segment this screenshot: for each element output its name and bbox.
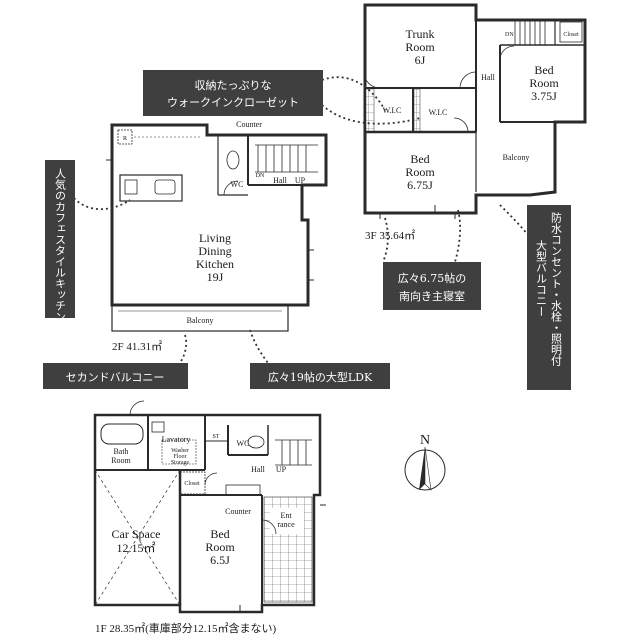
callout-second-balcony [43, 363, 188, 389]
st-label: ST [212, 434, 219, 440]
callout-walkin-closet [143, 70, 323, 116]
floor-3-labels: Trunk Room 6J Bed Room 3.75J Bed Room 6.… [365, 27, 579, 242]
closet-3f-label: Closet [563, 32, 579, 38]
callout-balcony-line-1: 防水コンセント・水栓・照明付 [550, 211, 563, 367]
bed-1f-label-2: Room [205, 540, 235, 554]
balcony-3f-label: Balcony [503, 153, 530, 162]
compass-icon: N [404, 433, 446, 491]
refrigerator-label: R [123, 136, 127, 142]
bath-label-2: Room [111, 456, 131, 465]
floor-2-labels: Living Dining Kitchen 19J Counter WC DN … [112, 120, 306, 353]
wc-2f-label: WC [231, 180, 244, 189]
counter-1f-label: Counter [225, 507, 251, 516]
bed-main-label-2: Room [405, 165, 435, 179]
floor-3 [363, 3, 587, 219]
bed-small-label-2: Room [529, 76, 559, 90]
entrance-label-2: rance [277, 520, 295, 529]
dn-2f-label: DN [256, 173, 265, 179]
balcony-2f-label: Balcony [187, 316, 214, 325]
bed-1f-label-1: Bed [210, 527, 229, 541]
callout-cafe-kitchen [45, 160, 75, 318]
floor-1 [93, 400, 326, 614]
bed-small-size: 3.75J [531, 89, 557, 103]
callout-ldk [250, 363, 390, 389]
hall-2f-label: Hall [273, 176, 288, 185]
hall-3f-label: Hall [481, 73, 496, 82]
counter-2f-label: Counter [236, 120, 262, 129]
bed-small-label-1: Bed [534, 63, 553, 77]
dn-3f-label: DN [505, 32, 514, 38]
wic-left-label: W.I.C [383, 106, 402, 115]
ldk-size: 19J [207, 270, 224, 284]
wc-1f-label: WC [237, 439, 250, 448]
closet-1f-label: Closet [184, 481, 200, 487]
callout-second-balcony-text: セカンドバルコニー [66, 371, 165, 384]
floor-1-labels: Lavatory Bath Room Washer Floor Storage … [95, 434, 295, 635]
trunk-room-label-1: Trunk [406, 27, 435, 41]
callout-large-balcony [527, 205, 571, 390]
trunk-room-label-2: Room [405, 40, 435, 54]
bed-1f-size: 6.5J [210, 553, 230, 567]
callout-balcony-line-2: 大型バルコニー [535, 239, 548, 317]
compass-label: N [420, 433, 430, 448]
up-1f-label: UP [276, 465, 287, 474]
callout-master-line-2: 南向き主寝室 [399, 289, 465, 303]
stairs-3f [514, 20, 546, 45]
stairs-1f [275, 439, 312, 466]
bath-label-1: Bath [113, 447, 128, 456]
leader-lines [73, 76, 529, 364]
car-space-label: Car Space [112, 527, 161, 541]
washer-label-2: Floor [173, 454, 186, 460]
callout-cafe-text: 人気のカフェスタイルキッチン [54, 168, 67, 322]
up-2f-label: UP [295, 176, 306, 185]
lavatory-label: Lavatory [162, 435, 191, 444]
washer-label-1: Washer [171, 448, 189, 454]
hall-1f-label: Hall [251, 465, 266, 474]
ldk-label-3: Kitchen [196, 257, 234, 271]
car-space-size: 12.15㎡ [116, 541, 155, 555]
ldk-label-1: Living [199, 231, 231, 245]
callout-walkin-line-2: ウォークインクローゼット [167, 96, 299, 109]
callout-master-bedroom [383, 262, 481, 310]
wic-right-label: W.I.C [429, 108, 448, 117]
stairs-2f [255, 144, 318, 173]
area-2f: 2F 41.31㎡ [112, 340, 162, 353]
floor-2 [106, 123, 328, 332]
trunk-room-size: 6J [415, 53, 426, 67]
callout-walkin-line-1: 収納たっぷりな [195, 79, 272, 92]
callout-master-line-1: 広々6.75帖の [398, 272, 467, 285]
bed-main-size: 6.75J [407, 178, 433, 192]
washer-label-3: Storage [171, 460, 190, 466]
bed-main-label-1: Bed [410, 152, 429, 166]
ldk-label-2: Dining [198, 244, 231, 258]
callouts: 収納たっぷりな ウォークインクローゼット 人気のカフェスタイルキッチン セカンド… [43, 70, 571, 390]
callout-ldk-text: 広々19帖の大型LDK [268, 370, 373, 384]
area-1f: 1F 28.35㎡(車庫部分12.15㎡含まない) [95, 621, 277, 635]
area-3f: 3F 35.64㎡ [365, 229, 415, 242]
entrance-label-1: Ent [280, 511, 292, 520]
